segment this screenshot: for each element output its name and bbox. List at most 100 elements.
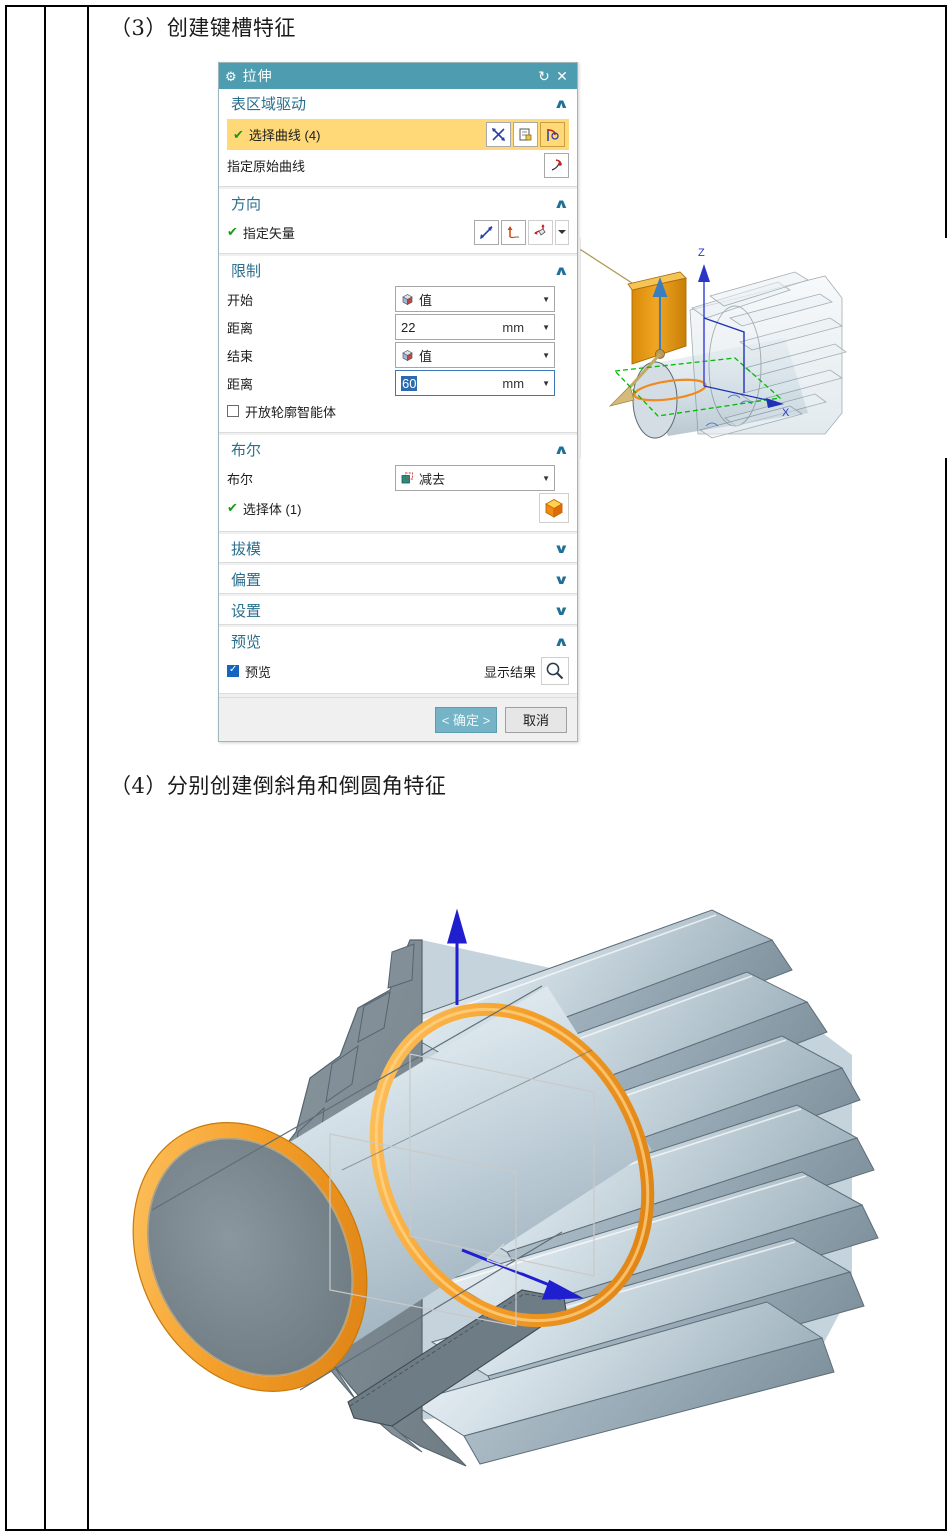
intersect-icon[interactable] bbox=[486, 122, 511, 147]
section-limits-body: 开始 值 ▼ 距离 22 mm ▼ bbox=[219, 284, 577, 432]
chevron-down-icon[interactable]: ▼ bbox=[542, 473, 550, 483]
axis-x: X bbox=[703, 385, 790, 419]
curve-rule-icon[interactable] bbox=[540, 122, 565, 147]
section-boolean-body: 布尔 减去 ▼ ✔ 选择体 (1) bbox=[219, 463, 577, 531]
section-direction: 方向 ∧ ✔ 指定矢量 bbox=[219, 189, 577, 254]
table-border-right bbox=[945, 5, 947, 1531]
extrude-dialog[interactable]: ⚙ 拉伸 ↻ ✕ 表区域驱动 ∧ ✔ 选择曲线 (4) bbox=[218, 62, 578, 742]
chevron-down-icon[interactable]: ▼ bbox=[542, 378, 550, 388]
chamfer-ring-far bbox=[369, 1002, 655, 1328]
chevron-up-icon[interactable]: ∧ bbox=[553, 262, 570, 278]
gear-icon: ⚙ bbox=[225, 68, 237, 84]
chevron-up-icon[interactable]: ∧ bbox=[553, 195, 570, 211]
section-offset-header[interactable]: 偏置 ∨ bbox=[219, 565, 577, 593]
check-icon: ✔ bbox=[227, 224, 238, 239]
direction-arrow-blue bbox=[652, 277, 668, 353]
chevron-down-icon[interactable]: ▼ bbox=[542, 322, 550, 332]
vector-csys-icon[interactable] bbox=[528, 219, 553, 245]
start-distance-input[interactable]: 22 mm ▼ bbox=[395, 314, 555, 340]
section-direction-header[interactable]: 方向 ∧ bbox=[219, 189, 577, 217]
boolean-dropdown[interactable]: 减去 ▼ bbox=[395, 465, 555, 491]
preview-checkbox[interactable] bbox=[227, 664, 239, 677]
section-limits: 限制 ∧ 开始 值 ▼ 距离 22 bbox=[219, 256, 577, 433]
chevron-up-icon[interactable]: ∧ bbox=[553, 95, 570, 111]
open-profile-label: 开放轮廓智能体 bbox=[245, 404, 337, 420]
section-offset: 偏置 ∨ bbox=[219, 565, 577, 594]
open-profile-checkbox[interactable] bbox=[227, 405, 239, 417]
specify-origin-curve-row[interactable]: 指定原始曲线 bbox=[227, 152, 569, 178]
close-icon[interactable]: ✕ bbox=[556, 68, 568, 84]
chevron-up-icon[interactable]: ∧ bbox=[553, 633, 570, 649]
end-row: 结束 值 ▼ bbox=[227, 342, 569, 368]
check-icon: ✔ bbox=[233, 126, 244, 142]
chevron-down-icon[interactable]: ▼ bbox=[542, 294, 550, 304]
dialog-titlebar[interactable]: ⚙ 拉伸 ↻ ✕ bbox=[219, 63, 577, 89]
table-column-divider-2 bbox=[87, 5, 89, 1531]
section-settings-title: 设置 bbox=[231, 602, 262, 620]
chevron-down-icon[interactable]: ▼ bbox=[542, 350, 550, 360]
chevron-down-icon[interactable]: ∨ bbox=[553, 540, 570, 556]
section-preview-title: 预览 bbox=[231, 633, 262, 651]
chevron-down-icon[interactable]: ∨ bbox=[553, 602, 570, 618]
axis-x-arrow bbox=[461, 1248, 584, 1300]
shaft-near-end bbox=[132, 1122, 368, 1392]
end-type-value: 值 bbox=[419, 348, 433, 364]
preview-row[interactable]: 预览 显示结果 bbox=[227, 657, 569, 685]
chevron-up-icon[interactable]: ∧ bbox=[553, 441, 570, 457]
ok-button[interactable]: < 确定 > bbox=[435, 706, 497, 733]
section-draft-header[interactable]: 拔模 ∨ bbox=[219, 534, 577, 562]
extrude-preview-viewport[interactable]: Z X bbox=[580, 238, 948, 458]
gear-model-viewport[interactable] bbox=[92, 820, 944, 1510]
section-limits-title: 限制 bbox=[231, 262, 262, 280]
sketch-marks bbox=[705, 394, 753, 427]
section-preview-header[interactable]: 预览 ∧ bbox=[219, 627, 577, 655]
end-distance-input[interactable]: 60 mm ▼ bbox=[395, 370, 555, 396]
end-distance-row: 距离 60 mm ▼ bbox=[227, 370, 569, 396]
cancel-button[interactable]: 取消 bbox=[505, 706, 567, 733]
sketch-plane-green bbox=[613, 357, 782, 417]
end-distance-unit: mm bbox=[502, 375, 525, 391]
section-curve-header[interactable]: 表区域驱动 ∧ bbox=[219, 89, 577, 117]
magnifier-icon[interactable] bbox=[541, 657, 569, 685]
section-settings-header[interactable]: 设置 ∨ bbox=[219, 596, 577, 624]
value-cube-icon bbox=[401, 349, 414, 362]
origin-curve-icon[interactable] bbox=[544, 152, 569, 178]
end-type-dropdown[interactable]: 值 ▼ bbox=[395, 342, 555, 368]
section-offset-title: 偏置 bbox=[231, 571, 262, 589]
start-type-value: 值 bbox=[419, 292, 433, 308]
dialog-title: 拉伸 bbox=[242, 68, 273, 84]
section-limits-header[interactable]: 限制 ∧ bbox=[219, 256, 577, 284]
reset-icon[interactable]: ↻ bbox=[538, 68, 550, 84]
axis-x-label: X bbox=[782, 407, 790, 419]
start-row: 开始 值 ▼ bbox=[227, 286, 569, 312]
section-draft-title: 拔模 bbox=[231, 540, 262, 558]
chevron-down-icon[interactable]: ∨ bbox=[553, 571, 570, 587]
section-boolean-title: 布尔 bbox=[231, 441, 262, 459]
table-column-divider-1 bbox=[44, 5, 46, 1531]
start-label: 开始 bbox=[227, 292, 254, 308]
section-direction-title: 方向 bbox=[231, 195, 262, 213]
gear-transparent bbox=[689, 271, 847, 439]
section-curve: 表区域驱动 ∧ ✔ 选择曲线 (4) bbox=[219, 89, 577, 187]
chevron-down-icon[interactable] bbox=[555, 219, 569, 245]
sketch-icon[interactable] bbox=[513, 122, 538, 147]
solid-body-icon[interactable] bbox=[539, 493, 569, 523]
select-body-row[interactable]: ✔ 选择体 (1) bbox=[227, 493, 569, 523]
section-preview: 预览 ∧ 预览 显示结果 bbox=[219, 627, 577, 694]
vector-inferred-icon[interactable] bbox=[474, 219, 499, 245]
table-border-top bbox=[5, 5, 947, 7]
preview-label: 预览 bbox=[245, 664, 272, 680]
start-distance-unit: mm bbox=[502, 319, 525, 335]
section-boolean: 布尔 ∧ 布尔 减去 ▼ ✔ 选择体 (1) bbox=[219, 435, 577, 532]
vector-arrow-tan bbox=[608, 352, 662, 407]
select-body-label: 选择体 (1) bbox=[242, 501, 302, 517]
boolean-value: 减去 bbox=[419, 471, 446, 487]
specify-vector-row[interactable]: ✔ 指定矢量 bbox=[227, 219, 569, 245]
open-profile-row[interactable]: 开放轮廓智能体 bbox=[227, 398, 569, 424]
section-boolean-header[interactable]: 布尔 ∧ bbox=[219, 435, 577, 463]
subtract-icon bbox=[401, 472, 414, 485]
table-border-left bbox=[5, 5, 7, 1531]
select-curve-row[interactable]: ✔ 选择曲线 (4) bbox=[227, 119, 569, 150]
vector-snap-icon[interactable] bbox=[501, 219, 526, 245]
start-type-dropdown[interactable]: 值 ▼ bbox=[395, 286, 555, 312]
